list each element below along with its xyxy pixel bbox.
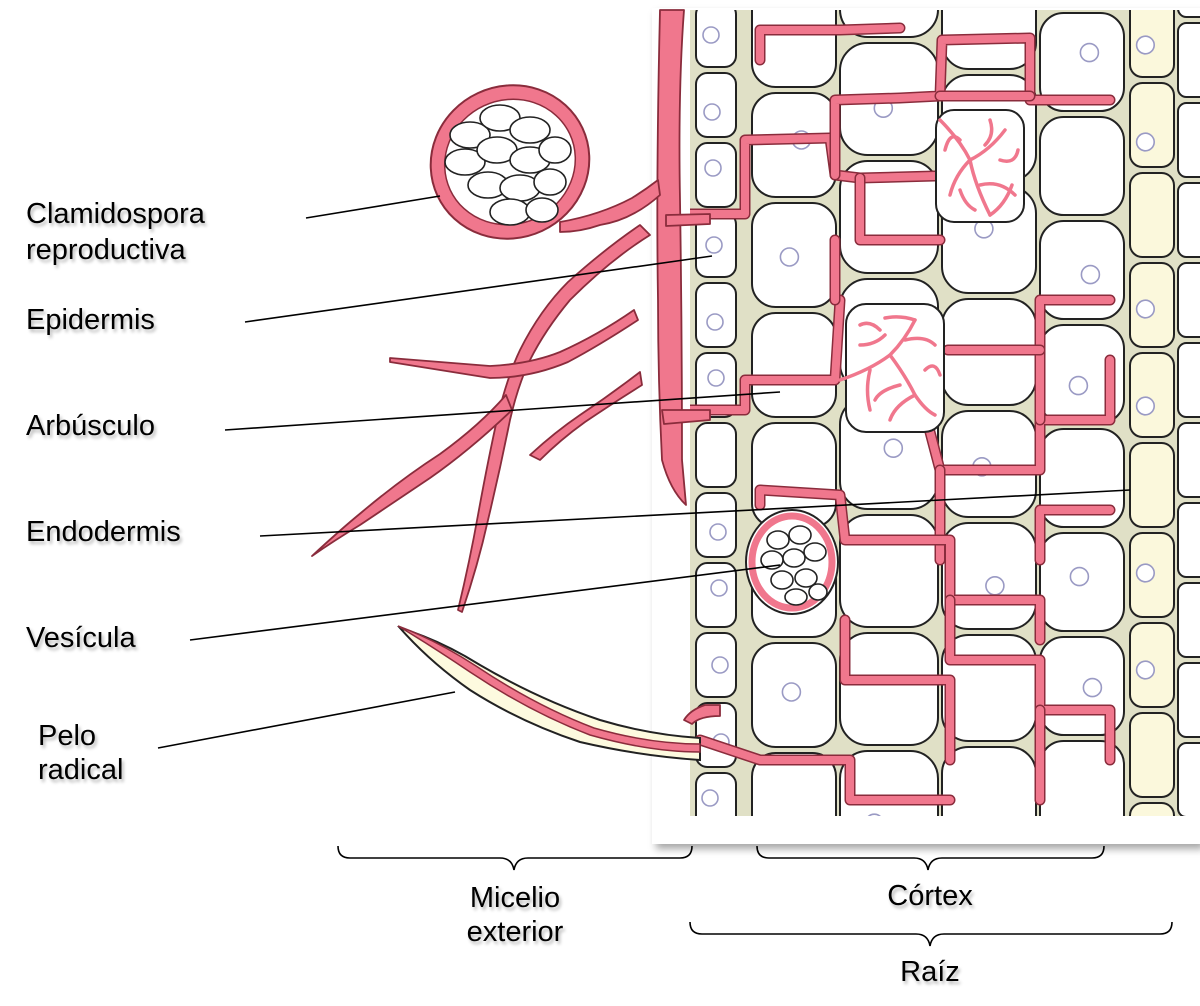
cell-nucleus [1137, 397, 1155, 415]
root-cell [1130, 713, 1174, 797]
vesicle [746, 510, 838, 614]
cell-nucleus [1137, 564, 1155, 582]
root-cell [1178, 263, 1200, 337]
root-cell [696, 423, 736, 487]
brace-micelio [338, 846, 692, 870]
label-clamidospora-line1: Clamidospora [26, 198, 205, 231]
leader-clamidospora [306, 196, 440, 218]
leader-epidermis [245, 256, 712, 322]
cell-nucleus [708, 370, 724, 386]
cell-nucleus [710, 524, 726, 540]
root-cell [1040, 0, 1124, 7]
cell-nucleus [1070, 568, 1088, 586]
cell-nucleus [1081, 266, 1099, 284]
label-cortex: Córtex [860, 880, 1000, 913]
root-cell [942, 635, 1036, 741]
label-vesicula: Vesícula [26, 622, 136, 655]
cell-nucleus [706, 237, 722, 253]
cell-nucleus [712, 657, 728, 673]
label-clamidospora-line2: reproductiva [26, 234, 186, 267]
root-cell [1130, 803, 1174, 887]
cell-nucleus [704, 104, 720, 120]
cell-nucleus [780, 248, 798, 266]
root-cell [1178, 583, 1200, 657]
brace-raiz [690, 922, 1172, 946]
label-epidermis: Epidermis [26, 304, 155, 337]
root-cell [1040, 117, 1124, 215]
root-cell [1178, 183, 1200, 257]
root-cell [1178, 663, 1200, 737]
cell-nucleus [705, 160, 721, 176]
label-arbusculo: Arbúsculo [26, 410, 155, 443]
cell-nucleus [986, 577, 1004, 595]
root-cell [752, 313, 836, 417]
cell-nucleus [702, 790, 718, 806]
cell-nucleus [1137, 661, 1155, 679]
cell-nucleus [1069, 377, 1087, 395]
label-micelio-line1: Micelio [440, 882, 590, 915]
chlamydospore [405, 59, 614, 264]
cell-nucleus [707, 314, 723, 330]
root-cell [1178, 343, 1200, 417]
root-cell [1130, 443, 1174, 527]
leader-pelo [158, 692, 455, 748]
root-cell [840, 515, 938, 627]
cell-nucleus [884, 439, 902, 457]
cell-nucleus [1137, 36, 1155, 54]
cell-nucleus [1137, 133, 1155, 151]
label-pelo-line1: Pelo [38, 720, 96, 753]
root-cell [942, 523, 1036, 629]
label-pelo-line2: radical [38, 754, 123, 787]
arbuscule-top [936, 110, 1024, 222]
root-cell [1130, 173, 1174, 257]
root-cell [1130, 83, 1174, 167]
root-cell [1178, 23, 1200, 97]
root-cross-section [652, 0, 1200, 897]
cell-nucleus [1083, 679, 1101, 697]
root-cell [1130, 353, 1174, 437]
label-micelio-line2: exterior [440, 916, 590, 949]
root-cell [1178, 103, 1200, 177]
root-cell [1178, 423, 1200, 497]
label-raiz: Raíz [870, 956, 990, 989]
cell-nucleus [1080, 44, 1098, 62]
brace-cortex [757, 846, 1104, 870]
arbuscule-middle [840, 304, 944, 432]
root-cell [1178, 503, 1200, 577]
root-cell [1178, 743, 1200, 817]
cell-nucleus [711, 580, 727, 596]
cell-nucleus [703, 27, 719, 43]
label-endodermis: Endodermis [26, 516, 181, 549]
cell-nucleus [782, 683, 800, 701]
root-cell [840, 633, 938, 745]
cell-nucleus [1137, 300, 1155, 318]
